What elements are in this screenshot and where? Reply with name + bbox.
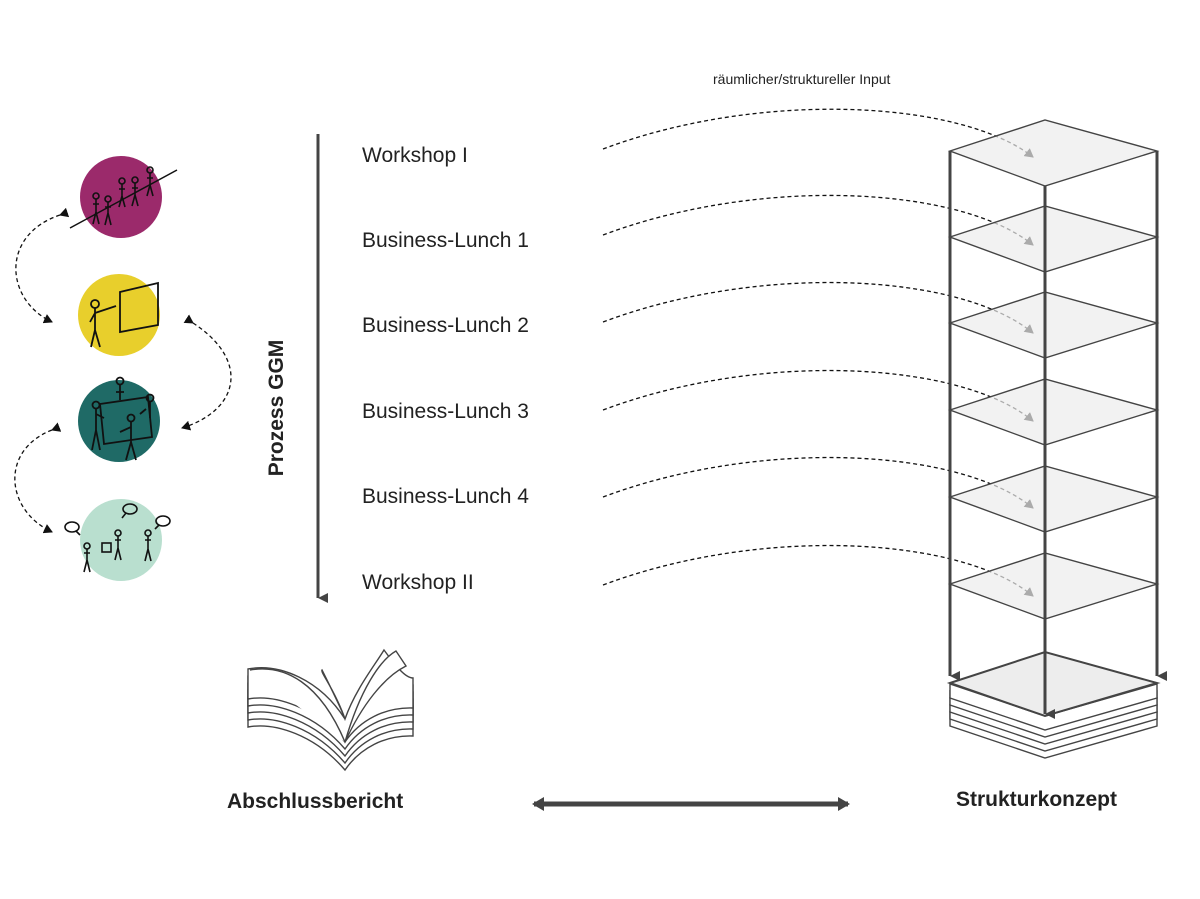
process-label: Prozess GGM [265, 339, 288, 477]
step-1: Workshop I [362, 144, 468, 167]
input-arrows [602, 108, 1034, 597]
people-group-icon [69, 156, 178, 238]
step-4: Business-Lunch 3 [362, 400, 529, 423]
step-5: Business-Lunch 4 [362, 485, 529, 508]
open-book-icon [247, 648, 414, 772]
step-6: Workshop II [362, 571, 474, 594]
right-caption: Strukturkonzept [956, 788, 1118, 811]
left-caption: Abschlussbericht [227, 790, 404, 813]
step-3: Business-Lunch 2 [362, 314, 529, 337]
step-2: Business-Lunch 1 [362, 229, 529, 252]
presenter-board-icon [78, 274, 160, 356]
tower-icon [946, 119, 1167, 759]
top-note: räumlicher/struktureller Input [713, 71, 891, 87]
team-board-icon [78, 376, 160, 462]
discussion-icon [64, 499, 171, 581]
circle-connectors [14, 207, 232, 534]
